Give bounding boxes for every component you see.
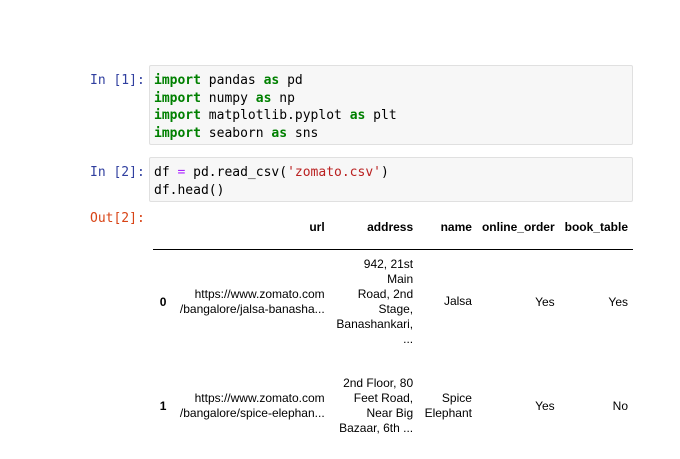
string-token: 'zomato.csv' — [287, 165, 381, 180]
cell-address-line: Feet Road, — [353, 390, 414, 405]
cell-address-line: 942, 21st Main — [363, 256, 414, 286]
cell-book-table: No — [612, 398, 628, 413]
cell-address-line: Bazaar, 6th ... — [339, 420, 414, 435]
code-token: np — [271, 90, 295, 106]
code-token: sns — [287, 125, 319, 141]
keyword-token: as — [271, 125, 288, 141]
column-header-url: url — [171, 205, 330, 250]
cell-address-line: Road, 2nd — [357, 286, 414, 301]
code-line: import matplotlib.pyplot as plt — [154, 107, 628, 125]
cell-name-line: Spice — [441, 390, 472, 405]
cell-url: https://www.zomato.com /bangalore/spice-… — [171, 354, 329, 458]
code-token: ) — [380, 165, 389, 180]
code-token: numpy — [200, 90, 256, 106]
code-cell-2-source: df = pd.read_csv('zomato.csv')df.head() — [154, 164, 628, 199]
cell-address: 2nd Floor, 80 Feet Road, Near Big Bazaar… — [330, 354, 418, 458]
column-header-online-order: online_order — [476, 205, 560, 250]
cell-url-line: https://www.zomato.com — [194, 286, 325, 301]
code-line: df.head() — [154, 182, 628, 200]
dataframe-table: url address name online_order book_table… — [153, 205, 633, 458]
code-line: import numpy as np — [154, 90, 628, 108]
cell-address-line: ... — [403, 331, 414, 346]
index-header — [153, 205, 172, 250]
code-token: pd — [279, 73, 303, 88]
cell-online-order: Yes — [535, 398, 555, 413]
code-token: seaborn — [200, 125, 272, 141]
code-line: import seaborn as sns — [154, 125, 628, 143]
column-header-address: address — [329, 205, 419, 250]
keyword-token: import — [154, 73, 201, 88]
code-cell-2[interactable]: df = pd.read_csv('zomato.csv')df.head() — [149, 157, 633, 202]
code-token: plt — [365, 108, 397, 123]
cell-1-prompt: In [1]: — [90, 73, 145, 88]
table-header-row: url address name online_order book_table — [153, 205, 633, 250]
cell-url-line: https://www.zomato.com — [194, 390, 325, 405]
operator-token: = — [177, 165, 186, 180]
cell-2-prompt: In [2]: — [90, 165, 145, 180]
cell-online-order: Yes — [535, 294, 555, 309]
code-token: df — [154, 165, 178, 180]
keyword-token: import — [154, 125, 201, 141]
keyword-token: as — [263, 73, 280, 88]
code-token: df.head() — [154, 182, 225, 198]
keyword-token: as — [255, 90, 272, 106]
cell-name: Jalsa — [418, 250, 477, 354]
cell-url: https://www.zomato.com /bangalore/jalsa-… — [171, 250, 329, 354]
column-header-name: name — [418, 205, 477, 250]
row-index: 1 — [159, 398, 167, 413]
table-row: 1 https://www.zomato.com /bangalore/spic… — [153, 354, 633, 458]
cell-address: 942, 21st Main Road, 2nd Stage, Banashan… — [330, 250, 418, 354]
table-row: 0 https://www.zomato.com /bangalore/jals… — [153, 250, 633, 354]
cell-address-line: Banashankari, — [336, 316, 414, 331]
cell-name-line: Jalsa — [443, 294, 472, 309]
keyword-token: as — [349, 108, 366, 123]
cell-url-line: /bangalore/jalsa-banasha... — [179, 301, 325, 316]
code-token: matplotlib.pyplot — [200, 108, 350, 123]
keyword-token: import — [154, 90, 201, 106]
cell-address-line: Stage, — [378, 301, 414, 316]
code-token: pandas — [200, 73, 264, 88]
cell-name-line: Elephant — [424, 405, 472, 420]
cell-address-line: Near Big — [366, 405, 414, 420]
code-line: df = pd.read_csv('zomato.csv') — [154, 164, 628, 182]
cell-address-line: 2nd Floor, 80 — [343, 375, 414, 390]
column-header-book-table: book_table — [559, 205, 633, 250]
row-index: 0 — [159, 294, 167, 309]
dataframe-output[interactable]: url address name online_order book_table… — [153, 205, 633, 459]
output-2-prompt: Out[2]: — [90, 211, 145, 226]
code-token: pd.read_csv( — [185, 165, 288, 180]
code-line: import pandas as pd — [154, 72, 628, 90]
cell-name: Spice Elephant — [418, 354, 477, 458]
keyword-token: import — [154, 108, 201, 123]
cell-book-table: Yes — [608, 294, 628, 309]
cell-url-line: /bangalore/spice-elephan... — [179, 405, 325, 420]
